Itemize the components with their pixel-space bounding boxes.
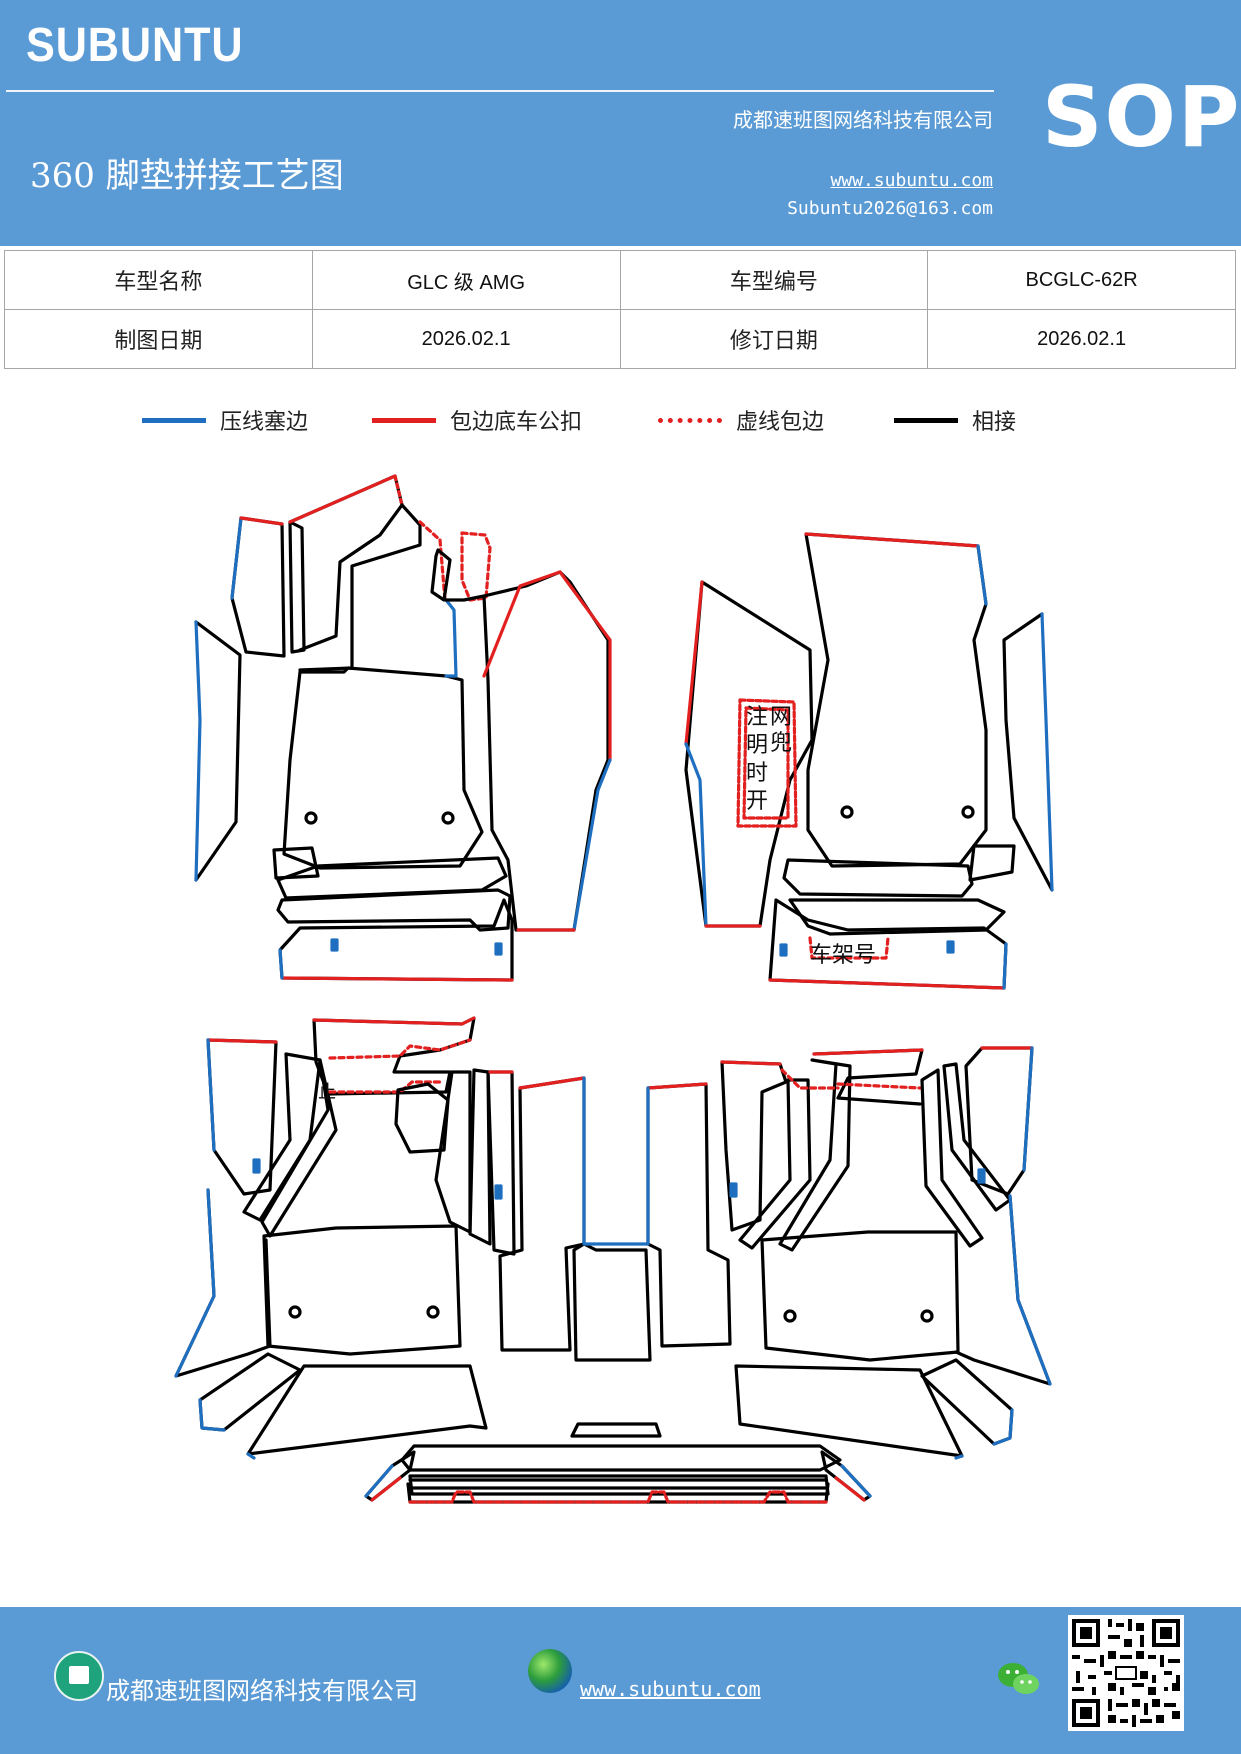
wechat-icon[interactable] — [996, 1659, 1042, 1699]
legend-label: 压线塞边 — [220, 410, 309, 435]
header-website-link[interactable]: www.subuntu.com — [830, 170, 993, 191]
vehicle-info-table: 车型名称 GLC 级 AMG 车型编号 BCGLC-62R 制图日期 2026.… — [4, 250, 1236, 369]
legend-item-dotted-binding: 虚线包边 — [658, 400, 824, 440]
table-row: 制图日期 2026.02.1 修订日期 2026.02.1 — [4, 309, 1236, 369]
legend-item-press-line: 压线塞边 — [142, 400, 308, 440]
footer-website-link[interactable]: www.subuntu.com — [580, 1677, 761, 1701]
legend-item-joint: 相接 — [894, 400, 1016, 440]
revision-date-value: 2026.02.1 — [927, 309, 1236, 369]
header-banner: SUBUNTU 成都速班图网络科技有限公司 360 脚垫拼接工艺图 www.su… — [0, 0, 1241, 246]
sop-badge: SOP — [1042, 68, 1241, 166]
page-title: 360 脚垫拼接工艺图 — [30, 156, 344, 196]
model-name-value: GLC 级 AMG — [311, 250, 621, 310]
legend-item-red-binding: 包边底车公扣 — [372, 400, 582, 440]
drawing-date-value: 2026.02.1 — [311, 309, 621, 369]
legend-label: 相接 — [972, 410, 1017, 435]
front-left-mat-group — [194, 474, 612, 982]
qr-code-icon[interactable] — [1068, 1615, 1184, 1731]
legend-swatch-red — [372, 417, 436, 423]
frame-number-note: 车架号 — [810, 943, 876, 968]
front-right-mat-group — [684, 532, 1054, 990]
building-icon — [54, 1651, 104, 1701]
header-divider — [6, 90, 994, 92]
legend-swatch-blue — [142, 417, 206, 423]
net-pocket-note: 明 — [746, 733, 768, 758]
header-email: Subuntu2026@163.com — [787, 198, 993, 219]
floor-mat-diagram: 网 兜 注 明 时 开 车架号 止 — [174, 474, 1054, 1504]
rear-mat-group — [174, 1016, 1052, 1504]
net-pocket-note: 网 — [770, 705, 792, 730]
stop-note: 止 — [318, 1082, 336, 1103]
globe-icon — [528, 1649, 572, 1693]
legend-label: 虚线包边 — [736, 410, 825, 435]
table-row: 车型名称 GLC 级 AMG 车型编号 BCGLC-62R — [4, 250, 1236, 310]
footer-banner: 成都速班图网络科技有限公司 www.subuntu.com — [0, 1607, 1241, 1754]
net-pocket-note: 时 — [746, 761, 768, 786]
legend-label: 包边底车公扣 — [450, 410, 583, 435]
net-pocket-note: 兜 — [770, 731, 792, 756]
brand-logo: SUBUNTU — [26, 19, 244, 72]
model-name-label: 车型名称 — [4, 250, 313, 310]
legend-swatch-red-dotted — [658, 417, 722, 423]
net-pocket-note: 开 — [746, 789, 768, 814]
net-pocket-note: 注 — [746, 705, 768, 730]
model-code-label: 车型编号 — [619, 250, 929, 310]
footer-company-name: 成都速班图网络科技有限公司 — [106, 1677, 418, 1705]
revision-date-label: 修订日期 — [619, 309, 929, 369]
header-company-name: 成都速班图网络科技有限公司 — [733, 108, 993, 132]
legend-swatch-black — [894, 417, 958, 423]
drawing-date-label: 制图日期 — [4, 309, 313, 369]
line-legend: 压线塞边 包边底车公扣 虚线包边 相接 — [0, 400, 1241, 440]
model-code-value: BCGLC-62R — [927, 250, 1236, 310]
